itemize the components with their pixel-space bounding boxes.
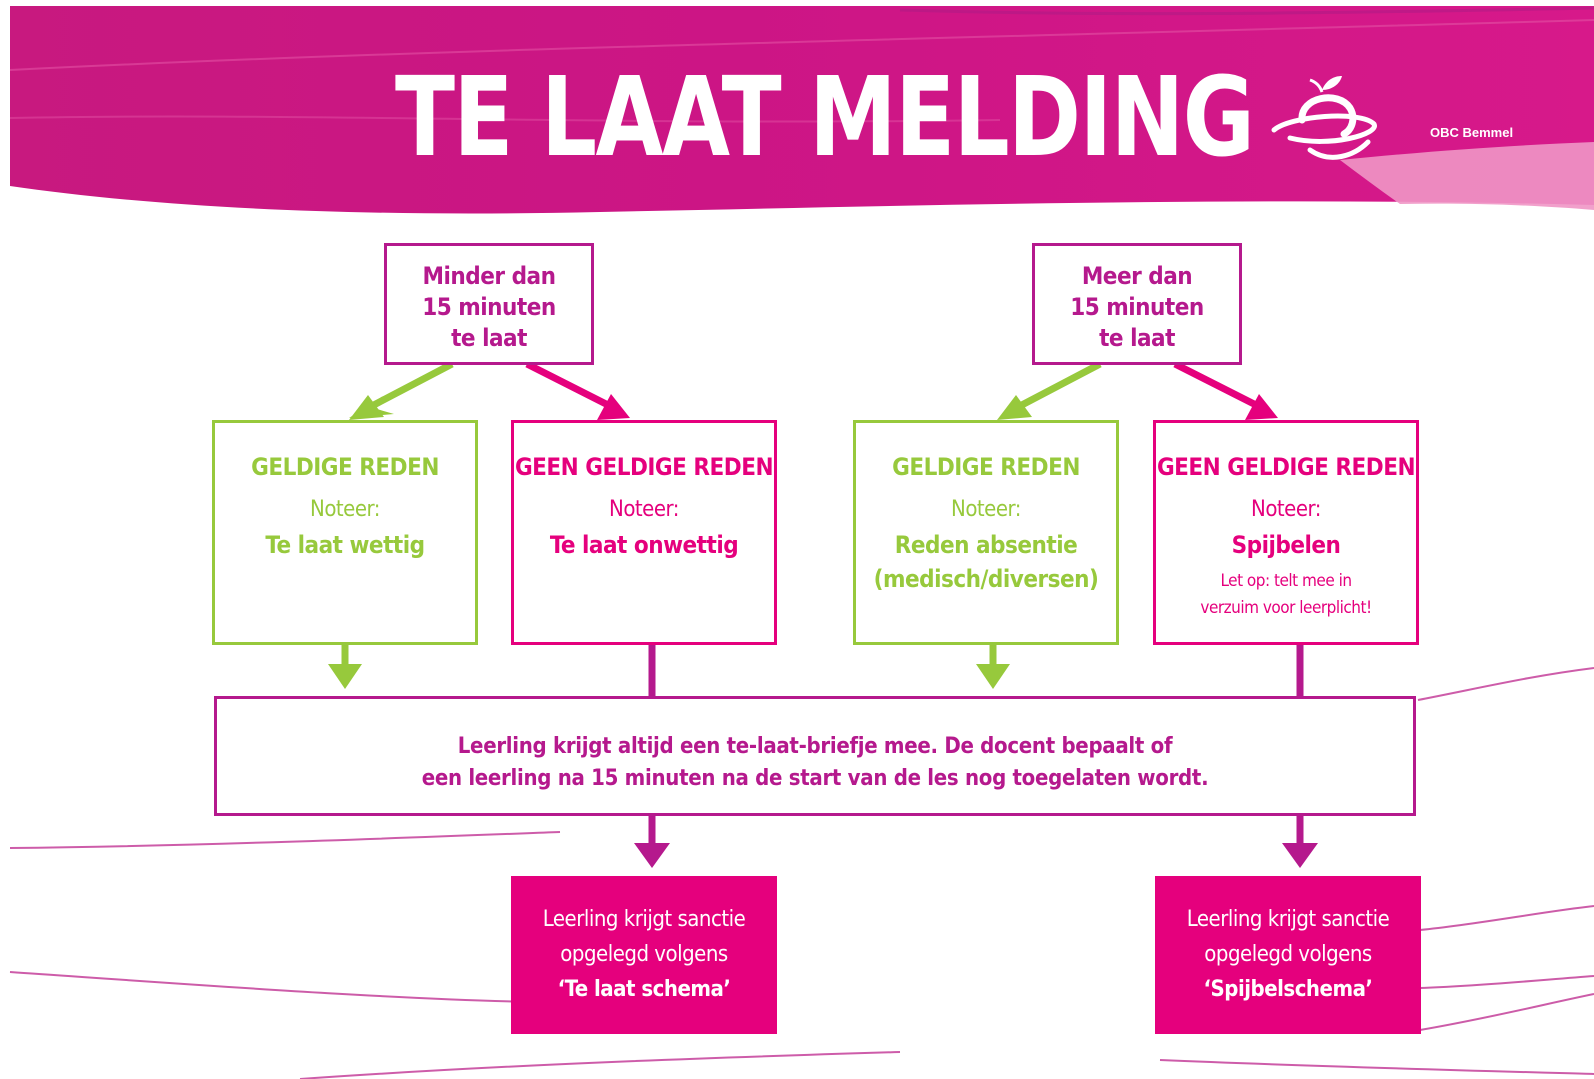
page-title: TE LAAT MELDING — [395, 53, 1255, 181]
start-line: 15 minuten — [1070, 293, 1204, 321]
right-invalid-reason-box: GEEN GELDIGE REDEN Noteer: Spijbelen Let… — [1153, 420, 1419, 645]
left-invalid-reason-box: GEEN GELDIGE REDEN Noteer: Te laat onwet… — [511, 420, 777, 645]
arrow-right-valid-down — [976, 644, 1010, 689]
right-valid-reason-box: GELDIGE REDEN Noteer: Reden absentie (me… — [853, 420, 1119, 645]
instruction-line: een leerling na 15 minuten na de start v… — [421, 766, 1209, 791]
decorative-lines — [9, 667, 1594, 1079]
arrow-left-start-to-invalid — [525, 360, 630, 420]
start-line: te laat — [451, 324, 527, 352]
result-text: Spijbelen — [1231, 531, 1341, 559]
box-heading: GEEN GELDIGE REDEN — [1156, 453, 1416, 481]
box-heading: GELDIGE REDEN — [892, 453, 1080, 481]
instruction-line: Leerling krijgt altijd een te-laat-brief… — [457, 734, 1173, 759]
sanction-line: opgelegd volgens — [560, 942, 728, 967]
result-text: Reden absentie — [894, 531, 1078, 559]
arrow-left-valid-down — [328, 644, 362, 689]
sanction-schema: ‘Te laat schema’ — [557, 977, 731, 1002]
header-band-highlight — [1340, 142, 1594, 210]
result-text: Te laat onwettig — [549, 531, 739, 559]
arrow-right-start-to-invalid — [1173, 360, 1278, 420]
arrow-right-start-to-valid — [997, 360, 1102, 420]
arrow-to-right-sanction — [1282, 816, 1318, 868]
sanction-line: opgelegd volgens — [1204, 942, 1372, 967]
right-sanction-box: Leerling krijgt sanctie opgelegd volgens… — [1155, 876, 1421, 1034]
obc-bemmel-logo — [1271, 76, 1377, 160]
sanction-schema: ‘Spijbelschema’ — [1203, 977, 1373, 1002]
logo-text: OBC Bemmel — [1430, 125, 1514, 140]
left-sanction-box: Leerling krijgt sanctie opgelegd volgens… — [511, 876, 777, 1034]
common-instruction-box: Leerling krijgt altijd een te-laat-brief… — [214, 696, 1416, 816]
noteer-label: Noteer: — [1251, 497, 1321, 522]
box-heading: GEEN GELDIGE REDEN — [514, 453, 774, 481]
noteer-label: Noteer: — [951, 497, 1021, 522]
sanction-line: Leerling krijgt sanctie — [542, 907, 746, 932]
start-line: Meer dan — [1081, 262, 1193, 290]
warning-note: verzuim voor leerplicht! — [1200, 598, 1372, 618]
header-band — [10, 6, 1594, 214]
warning-note: Let op: telt mee in — [1220, 571, 1352, 591]
noteer-label: Noteer: — [609, 497, 679, 522]
start-line: te laat — [1099, 324, 1175, 352]
start-line: 15 minuten — [422, 293, 556, 321]
result-text: (medisch/diversen) — [873, 565, 1099, 593]
left-valid-reason-box: GELDIGE REDEN Noteer: Te laat wettig — [212, 420, 478, 645]
start-line: Minder dan — [422, 262, 556, 290]
start-box-more-than-15: Meer dan 15 minuten te laat — [1032, 243, 1242, 365]
arrow-to-left-sanction — [634, 816, 670, 868]
start-box-less-than-15: Minder dan 15 minuten te laat — [384, 243, 594, 365]
box-heading: GELDIGE REDEN — [251, 453, 439, 481]
result-text: Te laat wettig — [265, 531, 425, 559]
arrow-left-start-to-valid — [349, 360, 454, 420]
sanction-line: Leerling krijgt sanctie — [1186, 907, 1390, 932]
noteer-label: Noteer: — [310, 497, 380, 522]
